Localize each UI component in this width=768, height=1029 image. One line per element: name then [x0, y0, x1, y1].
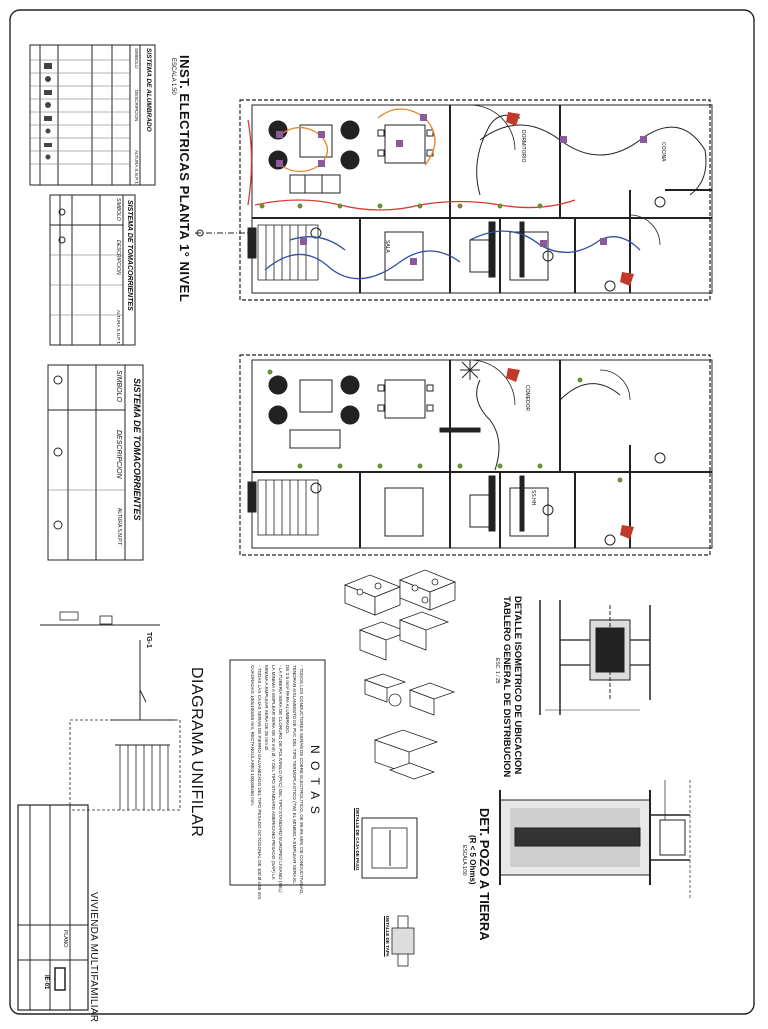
legend-toma-1-header-desc: DESCRIPCION: [115, 240, 121, 275]
title-block: [17, 804, 89, 1011]
tablero-scale: ESC. 1 / 25: [494, 658, 500, 684]
titleblock-project: VIVIENDA MULTIFAMILIAR: [88, 892, 99, 1023]
notes-line-5: LA MINIMA A EMPLEAR SERA DE 20 mm Ø, Y D…: [271, 665, 276, 880]
room-label-dormitorio: DORMITORIO: [520, 130, 526, 163]
legend-alumbrado-table: [29, 44, 156, 186]
notes-box: [229, 659, 326, 886]
room-label-ssh: SS.HH.: [530, 490, 536, 507]
notes-line-7: - TODAS LAS CAJAS SERAN DE FIERRO GALVAN…: [257, 665, 262, 901]
legend-toma-1-header-symbol: SIMBOLO: [115, 198, 121, 221]
legend-toma-2-header-symbol: SIMBOLO: [115, 370, 122, 402]
unifilar-board-label: TG-1: [145, 632, 152, 648]
pozo-subtitle: (R < 5 Ohms): [468, 835, 477, 885]
legend-toma-2-header-desc: DESCRIPCION: [115, 430, 122, 479]
room-label-comedor: COMEDOR: [524, 385, 530, 412]
sheet-border: [9, 9, 755, 1015]
plan-title: INST. ELECTRICAS PLANTA 1° NIVEL: [177, 55, 192, 303]
pozo-title: DET. POZO A TIERRA: [477, 808, 492, 941]
tablero-detail: [539, 600, 651, 715]
legend-alumbrado-header-symbol: SIMBOLO: [134, 48, 139, 69]
legend-toma-2-title: SISTEMA DE TOMACORRIENTES: [132, 378, 142, 521]
legend-toma-table-2: [47, 364, 144, 561]
legend-alumbrado-header-height: ALTURA S.N.P.T.: [134, 150, 139, 185]
tapa-label: DETALLE DE TAPA: [385, 916, 390, 957]
notes-line-4: - LA TUBERIA SERA DE CLORURO DE POLIVINI…: [278, 665, 283, 893]
unifilar-title: DIAGRAMA UNIFILAR: [188, 667, 205, 838]
room-label-cocina: COCINA: [660, 142, 666, 162]
devices-top: [259, 112, 647, 286]
titleblock-field: PLANO:: [62, 930, 68, 949]
box-isometric-details: [343, 569, 457, 780]
pozo-tierra-detail: [499, 780, 691, 900]
circuits-top: [247, 108, 707, 280]
notes-line-3: DE 2.5 mm² PARA ALUMBRADO.: [285, 665, 290, 735]
notes-line-2: TENDRAN AISLAMIENTO DE PVC DEL TIPO TERM…: [292, 665, 297, 884]
plan-scale: ESCALA 1:50: [170, 58, 176, 95]
pozo-scale: ESCALA 1/30: [461, 845, 467, 876]
legend-toma-1-header-height: ALTURA S.N.P.T.: [116, 310, 121, 345]
room-label-sala: SALA: [384, 240, 390, 253]
notes-line-8: CUADRADAS 100x100x55 mm, RECTANGULARES 1…: [250, 665, 255, 807]
notes-line-6: MINIMA A EMPLEAR SERA DE 25 mm Ø.: [264, 665, 269, 752]
tablero-title: DETALLE ISOMETRICO DE UBICACION: [512, 596, 523, 775]
legend-toma-table-1: [49, 194, 136, 346]
legend-alumbrado-header-desc: DESCRIPCION: [134, 90, 139, 122]
legend-toma-2-header-height: ALTURA S.N.P.T.: [116, 508, 122, 547]
unifilar-diagram: [40, 611, 181, 811]
titleblock-sheet: IE-01: [43, 975, 49, 990]
tablero-subtitle: TABLERO GENERAL DE DISTRIBUCION: [501, 596, 512, 778]
floor-plan-bottom: [239, 354, 713, 556]
notes-title: N O T A S: [308, 745, 322, 816]
notes-line-1: - TODOS LOS CONDUCTORES SERAN DE COBRE E…: [299, 665, 304, 895]
caja-detail: [361, 817, 418, 967]
legend-toma-1-title: SISTEMA DE TOMACORRIENTES: [126, 200, 133, 311]
caja-label: DETALLE DE CAJA DE PASO: [355, 808, 360, 871]
legend-alumbrado-title: SISTEMA DE ALUMBRADO: [145, 48, 152, 132]
devices-bottom: [267, 360, 634, 539]
